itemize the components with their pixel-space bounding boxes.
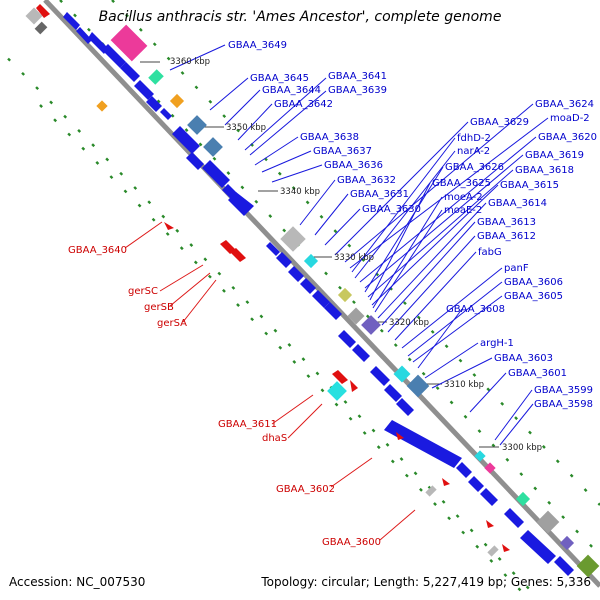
gene-label: GBAA_3630 <box>362 204 421 215</box>
gene-label: GBAA_3636 <box>324 160 383 171</box>
gene-label: GBAA_3612 <box>477 231 536 242</box>
scale-label: 3320 kbp <box>389 318 429 328</box>
gene-label: GBAA_3603 <box>494 353 553 364</box>
gene-label: GBAA_3629 <box>470 117 529 128</box>
gene-label: GBAA_3626 <box>445 162 504 173</box>
gene-label: GBAA_3599 <box>534 385 593 396</box>
gene-label: narA-2 <box>457 146 490 157</box>
gene-label: GBAA_3613 <box>477 217 536 228</box>
scale-label: 3340 kbp <box>280 187 320 197</box>
gene-label: GBAA_3611 <box>218 419 277 430</box>
gene-label: GBAA_3614 <box>488 198 547 209</box>
forward-genes <box>63 12 574 576</box>
scale-label: 3350 kbp <box>226 123 266 133</box>
gene-label: gerSC <box>128 286 158 297</box>
gene-label: GBAA_3624 <box>535 99 594 110</box>
gene-label: panF <box>504 263 529 274</box>
gene-label: GBAA_3638 <box>300 132 359 143</box>
gene-label: GBAA_3606 <box>504 277 563 288</box>
gene-label: GBAA_3642 <box>274 99 333 110</box>
gene-label: GBAA_3602 <box>276 484 335 495</box>
gene-label: moeA-2 <box>444 192 483 203</box>
gene-label: GBAA_3598 <box>534 399 593 410</box>
reverse-connector-lines <box>124 221 416 541</box>
gene-label: GBAA_3631 <box>350 189 409 200</box>
gene-label: argH-1 <box>480 338 514 349</box>
gene-label: fabG <box>478 247 502 258</box>
gene-label: moaE-2 <box>444 205 482 216</box>
reverse-genes <box>36 4 510 552</box>
gene-label: GBAA_3641 <box>328 71 387 82</box>
genome-backbone <box>43 0 600 588</box>
gene-label: dhaS <box>262 433 287 444</box>
gene-label: gerSB <box>144 302 174 313</box>
scale-label: 3300 kbp <box>502 443 542 453</box>
scale-label: 3330 kbp <box>334 253 374 263</box>
forward-gene-labels: GBAA_3649 GBAA_3645 GBAA_3641 GBAA_3644 … <box>228 40 597 410</box>
gene-label: GBAA_3649 <box>228 40 287 51</box>
scale-label: 3360 kbp <box>170 57 210 67</box>
gene-label: GBAA_3605 <box>504 291 563 302</box>
reverse-gene-labels: GBAA_3640 gerSC gerSB gerSA GBAA_3611 dh… <box>68 245 381 548</box>
gene-label: GBAA_3620 <box>538 132 597 143</box>
gene-label: gerSA <box>157 318 187 329</box>
genome-summary: Topology: circular; Length: 5,227,419 bp… <box>261 575 591 589</box>
gene-label: GBAA_3632 <box>337 175 396 186</box>
scale-labels: 3360 kbp 3350 kbp 3340 kbp 3330 kbp 3320… <box>170 57 542 453</box>
gene-label: fdhD-2 <box>457 133 491 144</box>
gene-label: GBAA_3645 <box>250 73 309 84</box>
genome-title: Bacillus anthracis str. 'Ames Ancestor',… <box>98 9 502 25</box>
gene-label: moaD-2 <box>550 113 590 124</box>
gene-label: GBAA_3640 <box>68 245 127 256</box>
gene-label: GBAA_3608 <box>446 304 505 315</box>
gene-label: GBAA_3601 <box>508 368 567 379</box>
gene-label: GBAA_3618 <box>515 165 574 176</box>
gene-label: GBAA_3637 <box>313 146 372 157</box>
gene-label: GBAA_3644 <box>262 85 321 96</box>
gene-label: GBAA_3600 <box>322 537 381 548</box>
connector-lines <box>169 44 549 446</box>
accession-label: Accession: NC_007530 <box>9 575 146 589</box>
gene-label: GBAA_3625 <box>432 178 491 189</box>
gene-label: GBAA_3639 <box>328 85 387 96</box>
gene-label: GBAA_3615 <box>500 180 559 191</box>
scale-label: 3310 kbp <box>444 380 484 390</box>
gene-label: GBAA_3619 <box>525 150 584 161</box>
